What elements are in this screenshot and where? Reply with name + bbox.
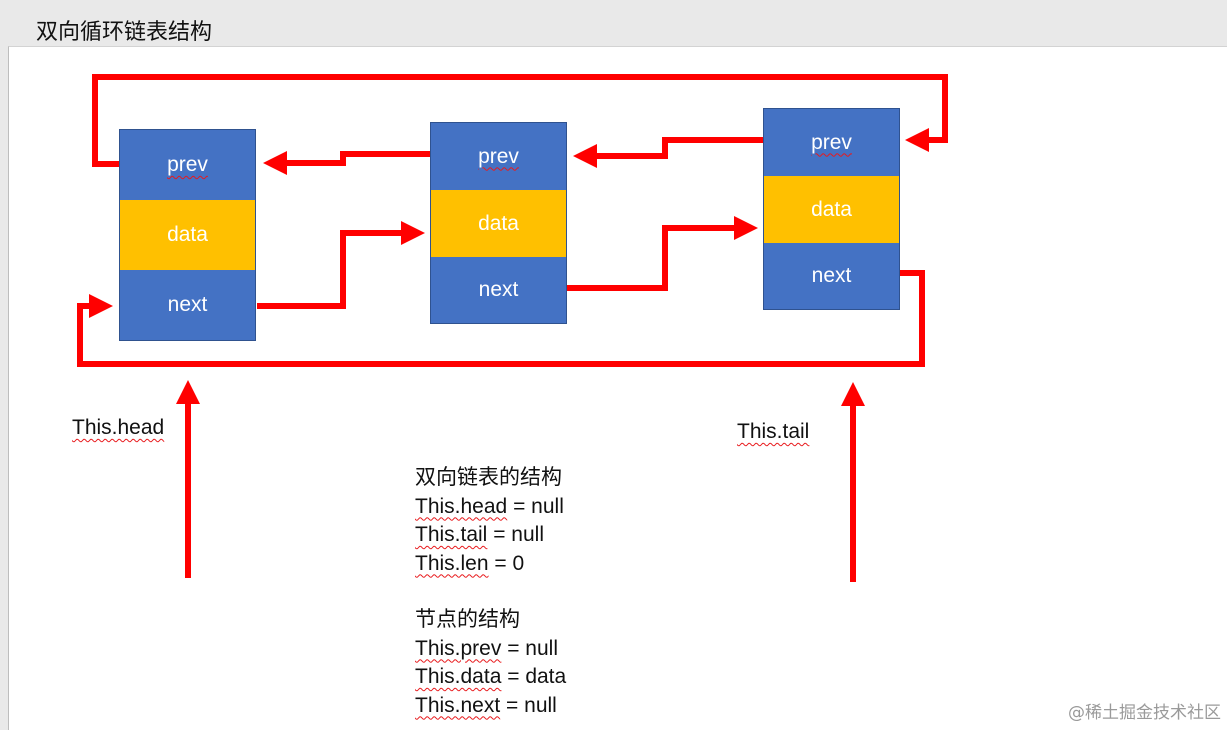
node-1: prev data next bbox=[119, 129, 256, 341]
node-3-next-cell: next bbox=[764, 243, 899, 309]
node-3-next-label: next bbox=[811, 264, 852, 287]
head-pointer-label: This.head bbox=[72, 416, 165, 439]
arrow-node1-next-to-node2 bbox=[257, 221, 425, 309]
arrow-node2-next-to-node3 bbox=[567, 216, 758, 291]
node-2-prev-cell: prev bbox=[431, 123, 566, 190]
node-3-prev-cell: prev bbox=[764, 109, 899, 176]
node-2-next-label: next bbox=[478, 278, 519, 301]
watermark: @稀土掘金技术社区 bbox=[1068, 703, 1221, 723]
node-2-next-cell: next bbox=[431, 257, 566, 323]
list-structure-block: 双向链表的结构 This.head = null This.tail = nul… bbox=[415, 464, 564, 578]
arrow-tail-next-to-head bbox=[77, 270, 925, 367]
node-structure-line-1: This.prev = null bbox=[415, 636, 558, 660]
arrow-head-to-tail-prev bbox=[92, 74, 948, 167]
node-2-data-cell: data bbox=[431, 190, 566, 257]
node-2-prev-label: prev bbox=[478, 144, 519, 168]
node-structure-line-3: This.next = null bbox=[415, 693, 557, 717]
arrow-node2-prev-to-node1 bbox=[263, 151, 431, 175]
node-structure-block: 节点的结构 This.prev = null This.data = data … bbox=[415, 606, 566, 720]
node-2-data-label: data bbox=[478, 211, 519, 235]
node-3: prev data next bbox=[763, 108, 900, 310]
node-1-prev-cell: prev bbox=[120, 130, 255, 200]
node-3-data-label: data bbox=[811, 197, 852, 221]
node-1-next-cell: next bbox=[120, 270, 255, 340]
page-title: 双向循环链表结构 bbox=[36, 20, 213, 45]
node-structure-line-2: This.data = data bbox=[415, 665, 567, 688]
tail-pointer-label: This.tail bbox=[737, 420, 810, 443]
title-bar: 双向循环链表结构 bbox=[0, 0, 1227, 46]
list-structure-heading: 双向链表的结构 bbox=[415, 466, 562, 489]
list-structure-line-1: This.head = null bbox=[415, 494, 564, 518]
node-1-data-cell: data bbox=[120, 200, 255, 270]
node-structure-heading: 节点的结构 bbox=[415, 608, 520, 631]
arrow-node3-prev-to-node2 bbox=[573, 137, 764, 168]
list-structure-line-3: This.len = 0 bbox=[415, 551, 525, 575]
node-3-prev-label: prev bbox=[811, 130, 852, 154]
node-1-prev-label: prev bbox=[167, 153, 208, 176]
node-1-next-label: next bbox=[167, 293, 208, 316]
node-3-data-cell: data bbox=[764, 176, 899, 243]
node-2: prev data next bbox=[430, 122, 567, 324]
list-structure-line-2: This.tail = null bbox=[415, 523, 544, 546]
node-1-data-label: data bbox=[167, 223, 208, 246]
